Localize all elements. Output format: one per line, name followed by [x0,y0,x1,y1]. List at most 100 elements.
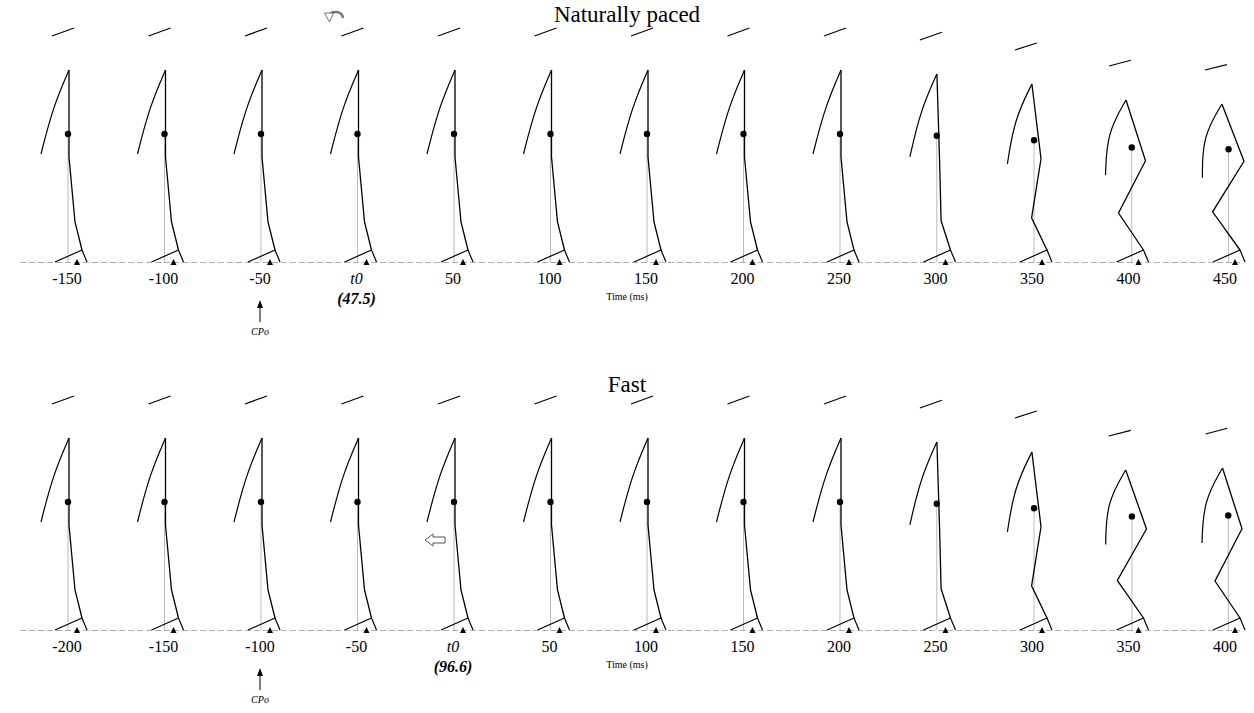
body-segments [262,70,275,250]
time-label: 350 [1117,638,1141,656]
cop-marker [846,627,852,633]
head-segment [631,396,653,404]
com-dot [161,499,167,505]
body-segments [648,438,661,618]
time-label: 250 [924,638,948,656]
com-dot [451,131,457,137]
arm-segment [427,70,455,154]
stick-figure [234,28,280,265]
com-dot [1031,137,1037,143]
axis-label: Time (ms) [606,291,648,302]
foot-segment [1213,618,1245,630]
cop-marker [750,259,756,265]
head-segment [1206,428,1228,434]
com-dot [65,131,71,137]
time-label: 100 [538,270,562,288]
onset-value: (47.5) [337,290,376,308]
stick-figure [524,28,570,265]
foot-segment [441,618,473,630]
head-segment [1205,65,1227,70]
com-dot [354,131,360,137]
stick-figure [331,28,377,265]
com-dot [837,499,843,505]
arm-segment [138,438,166,522]
body-segments [1213,104,1244,250]
time-label: 50 [542,638,558,656]
foot-segment [1213,250,1245,262]
foot-segment [634,250,666,262]
body-segments [1119,100,1146,250]
head-segment [1109,430,1131,436]
foot-segment [152,618,184,630]
head-segment [1015,43,1037,50]
foot-segment [634,618,666,630]
onset-value: (96.6) [434,658,473,676]
body-segments [841,438,854,618]
time-label: -50 [346,638,367,656]
shift-arrow [425,534,445,546]
stick-figure [427,28,473,265]
head-segment [824,396,846,404]
cop-marker [1039,627,1045,633]
cop-marker [943,627,949,633]
head-segment [1015,411,1037,418]
body-segments [1032,84,1047,250]
rotation-arrowhead [325,13,334,22]
com-dot [354,499,360,505]
head-segment [342,28,364,36]
arm-segment [910,74,937,157]
time-label: 350 [1020,270,1044,288]
stick-figure [1007,411,1052,633]
cop-marker [943,259,949,265]
cop-marker [460,259,466,265]
arm-segment [1106,100,1127,175]
time-label: 250 [827,270,851,288]
cop-marker [460,627,466,633]
com-projection [1131,148,1132,263]
cop-marker [171,627,177,633]
axis-label: Time (ms) [606,659,648,670]
time-label: t0 [447,638,459,656]
stick-figure [910,400,956,633]
cop-marker [1039,259,1045,265]
body-segments [455,70,468,250]
com-dot [740,499,746,505]
arm-segment [813,438,841,522]
head-segment [920,400,942,408]
arm-segment [717,70,745,154]
cop-marker [74,259,80,265]
body-segments [1215,468,1242,618]
foot-segment [924,250,956,262]
time-label: -100 [149,270,178,288]
cop-marker [653,259,659,265]
time-label: 400 [1117,270,1141,288]
time-label: 150 [634,270,658,288]
time-label: -50 [249,270,270,288]
panel-illustration [20,28,1245,322]
com-dot [644,499,650,505]
head-segment [920,32,942,40]
stick-figure [427,396,473,633]
ground-line [20,630,1240,631]
stick-figure [1007,43,1052,265]
arm-segment [41,438,69,522]
stick-figure [620,28,666,265]
arm-segment [717,438,745,522]
head-segment [728,28,750,36]
time-label: -150 [149,638,178,656]
head-segment [149,396,171,404]
foot-segment [55,250,87,262]
head-segment [149,28,171,36]
cop-marker [364,259,370,265]
com-dot [161,131,167,137]
head-segment [245,396,267,404]
body-segments [552,438,565,618]
arm-segment [1007,452,1032,532]
head-segment [342,396,364,404]
cpo-label: CPo [251,694,269,705]
foot-segment [538,250,570,262]
time-label: -150 [52,270,81,288]
stick-figure [620,396,666,633]
com-dot [934,501,940,507]
foot-segment [345,618,377,630]
